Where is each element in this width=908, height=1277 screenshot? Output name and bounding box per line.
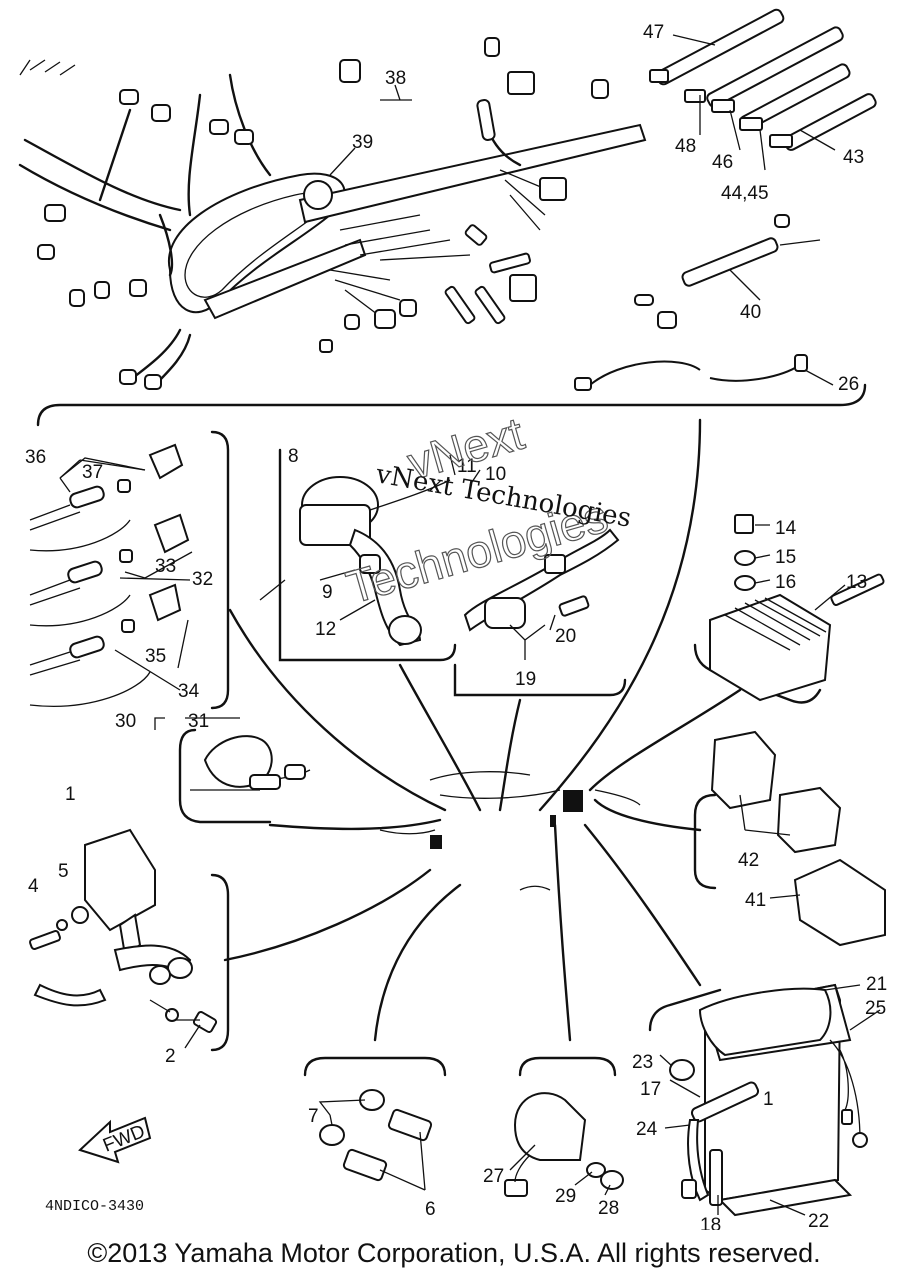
callout-37: 37 [82, 462, 103, 483]
callout-labels: 38 39 47 48 46 44,45 43 40 26 36 37 33 3… [25, 22, 887, 1230]
callout-46: 46 [712, 152, 733, 173]
callout-5: 5 [58, 861, 69, 882]
callout-44-45: 44,45 [721, 183, 769, 204]
callout-7: 7 [308, 1106, 319, 1127]
pickup-coil-group [453, 528, 627, 697]
callout-41: 41 [745, 890, 766, 911]
fwd-arrow: FWD [78, 1116, 152, 1164]
callout-16: 16 [775, 572, 796, 593]
callout-6: 6 [425, 1199, 436, 1220]
callout-2: 2 [165, 1046, 176, 1067]
rectifier-regulator-group [693, 514, 885, 704]
callout-42: 42 [738, 850, 759, 871]
leader-lines [59, 34, 881, 1216]
terminal-caps-41-42 [693, 730, 886, 947]
callout-35: 35 [145, 646, 166, 667]
central-junction [223, 418, 742, 1042]
callout-18: 18 [700, 1215, 721, 1230]
callout-48: 48 [675, 136, 696, 157]
callout-29: 29 [555, 1186, 576, 1207]
component-30-31 [178, 728, 311, 824]
watermark: vNext Technologies vNext Technologies [340, 406, 633, 614]
callout-8: 8 [288, 446, 299, 467]
callout-28: 28 [598, 1198, 619, 1219]
callout-34: 34 [178, 681, 200, 702]
callout-22: 22 [808, 1211, 829, 1230]
callout-38: 38 [385, 68, 406, 89]
cdi-unit-group [29, 828, 230, 1052]
wire-harness-38 [18, 37, 647, 390]
neutral-switch-group [303, 1056, 447, 1182]
callout-39: 39 [352, 132, 373, 153]
callout-1b: 1 [763, 1089, 774, 1110]
plug-caps-32-37 [29, 430, 230, 710]
callout-30: 30 [115, 711, 136, 732]
callout-1: 1 [65, 784, 76, 805]
diagram-code: 4NDICO-3430 [45, 1198, 144, 1215]
callout-23: 23 [632, 1052, 653, 1073]
callout-27: 27 [483, 1166, 504, 1187]
ignition-coil-group [278, 448, 457, 662]
callout-4: 4 [28, 876, 39, 897]
callout-13: 13 [846, 572, 867, 593]
callout-12: 12 [315, 619, 336, 640]
lead-40 [634, 214, 821, 329]
callout-11: 11 [457, 456, 477, 477]
callout-33: 33 [155, 556, 176, 577]
callout-32: 32 [192, 569, 213, 590]
callout-40: 40 [740, 302, 761, 323]
wire-26 [574, 354, 808, 391]
callout-43: 43 [843, 147, 864, 168]
callout-26: 26 [838, 374, 859, 395]
horn-group [504, 1056, 624, 1197]
callout-17: 17 [640, 1079, 661, 1100]
callout-9: 9 [322, 582, 333, 603]
callout-31: 31 [188, 711, 209, 732]
callout-10: 10 [485, 464, 506, 485]
battery-group [648, 983, 868, 1217]
wire-leads-43-48 [649, 8, 877, 151]
callout-36: 36 [25, 447, 46, 468]
callout-20: 20 [555, 626, 576, 647]
callout-19: 19 [515, 669, 536, 690]
callout-47: 47 [643, 22, 664, 43]
copyright-notice: ©2013 Yamaha Motor Corporation, U.S.A. A… [87, 1238, 821, 1268]
callout-24: 24 [636, 1119, 658, 1140]
harness-bracket [36, 383, 867, 427]
callout-14: 14 [775, 518, 797, 539]
callout-25: 25 [865, 998, 886, 1019]
callout-21: 21 [866, 974, 887, 995]
wiring-harness-diagram: FWD 38 [18, 8, 887, 1230]
callout-15: 15 [775, 547, 796, 568]
